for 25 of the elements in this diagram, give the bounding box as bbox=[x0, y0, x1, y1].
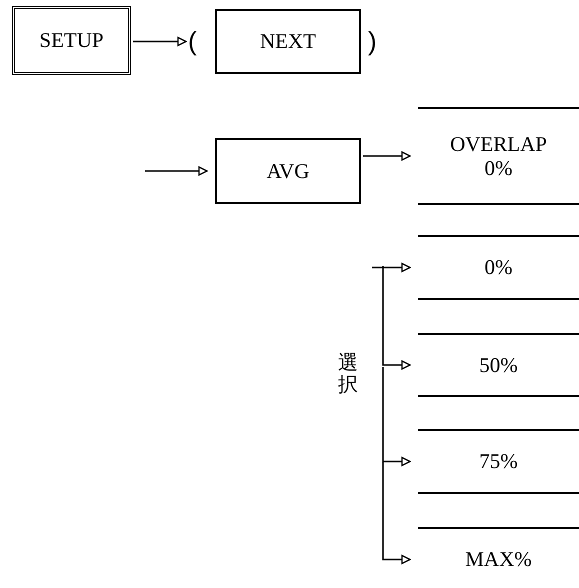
key-label: 50% bbox=[478, 352, 519, 378]
arrow bbox=[382, 462, 411, 564]
key-label: OVERLAP 0% bbox=[449, 132, 548, 180]
key-label: 75% bbox=[478, 449, 519, 474]
menu-key-box bbox=[12, 6, 131, 75]
key-label: 0% bbox=[484, 255, 514, 280]
key-label: SETUP bbox=[38, 28, 105, 53]
option-band bbox=[418, 107, 579, 205]
key-label: AVG bbox=[266, 158, 310, 184]
option-band bbox=[418, 429, 579, 494]
option-band bbox=[418, 235, 579, 300]
arrow bbox=[145, 166, 208, 176]
key-label: MAX% bbox=[464, 547, 533, 572]
menu-key-box bbox=[215, 138, 361, 204]
arrow bbox=[372, 262, 411, 272]
key-label: NEXT bbox=[259, 29, 317, 54]
arrow bbox=[133, 36, 187, 46]
arrow bbox=[363, 151, 411, 161]
menu-key-box bbox=[215, 9, 361, 74]
arrow bbox=[382, 266, 411, 370]
parenthesis: ) bbox=[368, 25, 377, 58]
arrow bbox=[382, 367, 411, 466]
parenthesis: ( bbox=[188, 25, 197, 58]
select-label: 選択 bbox=[338, 352, 358, 396]
option-band bbox=[418, 333, 579, 397]
